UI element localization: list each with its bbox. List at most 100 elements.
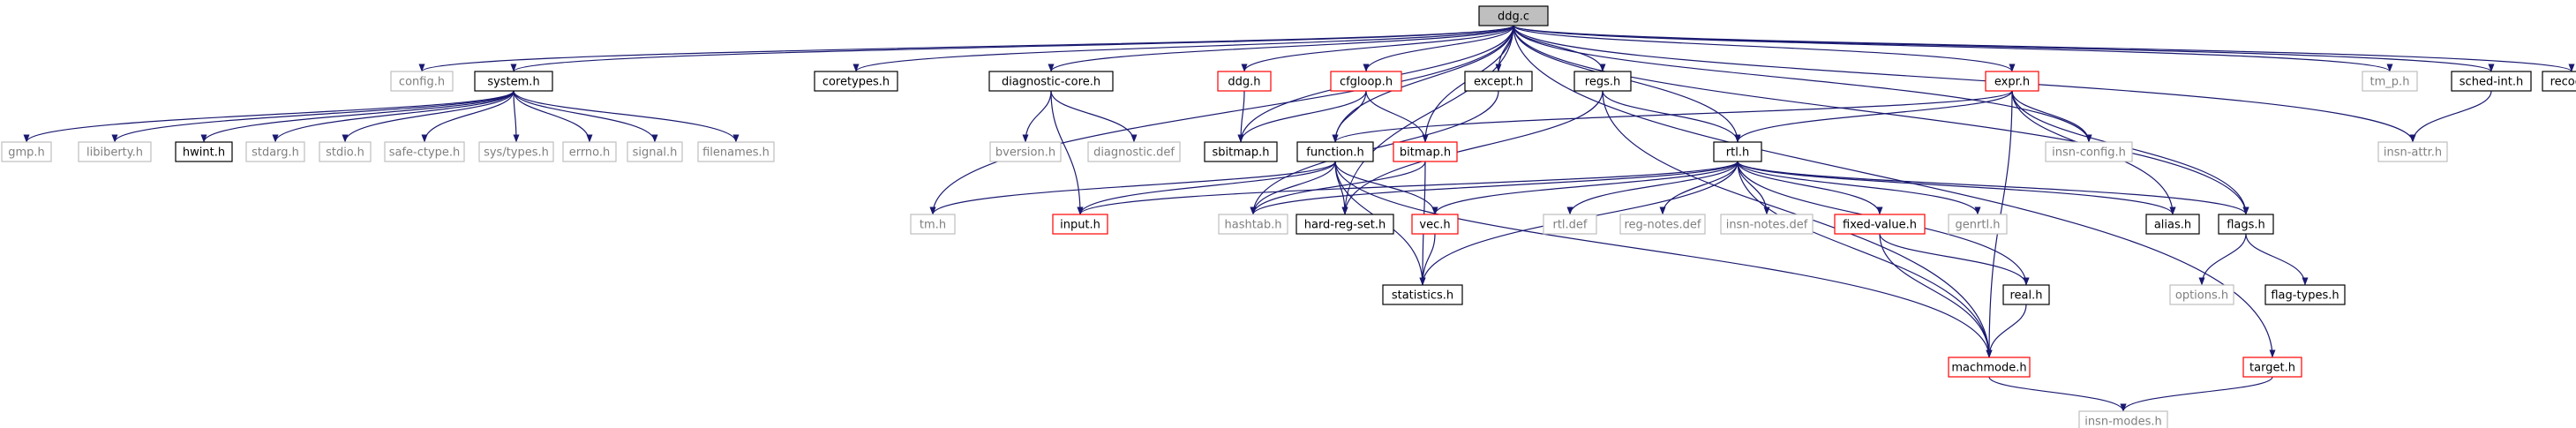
- node-cfgloop-h[interactable]: cfgloop.h: [1330, 71, 1402, 92]
- node-box: [1393, 141, 1458, 162]
- node-label: flags.h: [2227, 219, 2265, 232]
- node-label: insn-notes.def: [1726, 219, 1808, 232]
- node-label: function.h: [1306, 146, 1363, 160]
- node-machmode-h[interactable]: machmode.h: [1948, 357, 2031, 378]
- node-bitmap-h[interactable]: bitmap.h: [1393, 141, 1458, 162]
- node-rtl-h[interactable]: rtl.h: [1713, 141, 1762, 162]
- node-input-h[interactable]: input.h: [1052, 214, 1108, 235]
- node-vec-h[interactable]: vec.h: [1411, 214, 1459, 235]
- edge-flags-h-to-flag-types-h: [2245, 233, 2309, 286]
- node-bversion-h: bversion.h: [989, 141, 1062, 162]
- edge-system-h-to-hwint-h: [200, 90, 514, 143]
- edge-rtl-h-to-hashtab-h: [1250, 161, 1739, 215]
- node-label: diagnostic-core.h: [1002, 76, 1100, 89]
- edge-system-h-to-signal-h: [513, 90, 658, 143]
- node-except-h[interactable]: except.h: [1464, 71, 1533, 92]
- node-label: insn-attr.h: [2384, 146, 2442, 160]
- node-label: ddg.c: [1498, 11, 1529, 24]
- node-ddg-h[interactable]: ddg.h: [1217, 71, 1272, 92]
- node-statistics-h[interactable]: statistics.h: [1382, 284, 1463, 305]
- node-fixed-value-h[interactable]: fixed-value.h: [1834, 214, 1926, 235]
- edge-ddg-c-to-function-h: [1332, 25, 1514, 143]
- node-label: config.h: [399, 76, 445, 89]
- edge-ddg-c-to-recog-h: [1513, 25, 2575, 72]
- edge-rtl-h-to-genrtl-h: [1737, 161, 1981, 215]
- node-insn-attr-h: insn-attr.h: [2377, 141, 2448, 162]
- node-expr-h[interactable]: expr.h: [1985, 71, 2039, 92]
- node-label: sched-int.h: [2460, 76, 2523, 89]
- node-filenames-h: filenames.h: [697, 141, 775, 162]
- edge-diagnostic-core-h-to-input-h: [1050, 90, 1084, 215]
- edge-ddg-c-to-tm-p-h: [1513, 25, 2393, 72]
- node-box: [1217, 71, 1272, 92]
- node-diagnostic-def: diagnostic.def: [1087, 141, 1181, 162]
- node-label: genrtl.h: [1956, 219, 2001, 232]
- node-insn-modes-h: insn-modes.h: [2078, 410, 2168, 428]
- node-regs-h[interactable]: regs.h: [1573, 71, 1632, 92]
- node-box: [319, 141, 372, 162]
- edge-ddg-c-to-system-h: [510, 25, 1514, 72]
- node-label: signal.h: [633, 146, 678, 160]
- edge-ddg-c-to-cfgloop-h: [1363, 25, 1514, 72]
- node-sched-int-h[interactable]: sched-int.h: [2451, 71, 2532, 92]
- node-function-h[interactable]: function.h: [1296, 141, 1374, 162]
- node-box: [2002, 284, 2050, 305]
- node-system-h[interactable]: system.h: [474, 71, 553, 92]
- node-box: [988, 71, 1114, 92]
- node-coretypes-h[interactable]: coretypes.h: [814, 71, 898, 92]
- edge-rtl-h-to-machmode-h: [1737, 161, 1993, 358]
- node-gmp-h: gmp.h: [1, 141, 52, 162]
- edge-cfgloop-h-to-function-h: [1332, 90, 1367, 143]
- node-box: [1573, 71, 1632, 92]
- node-diagnostic-core-h[interactable]: diagnostic-core.h: [988, 71, 1114, 92]
- node-label: stdarg.h: [252, 146, 299, 160]
- node-flags-h[interactable]: flags.h: [2218, 214, 2274, 235]
- node-sbitmap-h[interactable]: sbitmap.h: [1204, 141, 1278, 162]
- node-box: [2145, 214, 2200, 235]
- node-box: [384, 141, 465, 162]
- edge-diagnostic-core-h-to-bversion-h: [1022, 90, 1052, 143]
- node-box: [2045, 141, 2133, 162]
- node-box: [2264, 284, 2346, 305]
- node-box: [697, 141, 775, 162]
- node-box: [1296, 141, 1374, 162]
- node-box: [627, 141, 683, 162]
- node-box: [1478, 5, 1549, 26]
- edge-ddg-c-to-tm-h: [929, 25, 1514, 215]
- node-box: [1948, 214, 2008, 235]
- node-box: [2242, 357, 2302, 378]
- node-stdio-h: stdio.h: [319, 141, 372, 162]
- node-label: bitmap.h: [1400, 146, 1451, 160]
- node-label: tm.h: [920, 219, 946, 232]
- node-label: fixed-value.h: [1843, 219, 1917, 232]
- node-target-h[interactable]: target.h: [2242, 357, 2302, 378]
- node-label: insn-config.h: [2052, 146, 2126, 160]
- node-box: [2169, 284, 2234, 305]
- node-label: stdio.h: [326, 146, 364, 160]
- node-label: sbitmap.h: [1213, 146, 1270, 160]
- node-label: errno.h: [569, 146, 611, 160]
- node-alias-h[interactable]: alias.h: [2145, 214, 2200, 235]
- edge-system-h-to-gmp-h: [23, 90, 514, 143]
- node-box: [1087, 141, 1181, 162]
- edge-ddg-c-to-diagnostic-core-h: [1048, 25, 1514, 72]
- node-hwint-h[interactable]: hwint.h: [175, 141, 233, 162]
- node-label: input.h: [1060, 219, 1100, 232]
- node-real-h[interactable]: real.h: [2002, 284, 2050, 305]
- node-label: bversion.h: [995, 146, 1055, 160]
- node-config-h: config.h: [390, 71, 454, 92]
- node-flag-types-h[interactable]: flag-types.h: [2264, 284, 2346, 305]
- node-box: [390, 71, 454, 92]
- node-box: [2377, 141, 2448, 162]
- node-box: [1464, 71, 1533, 92]
- node-hard-reg-set-h[interactable]: hard-reg-set.h: [1296, 214, 1394, 235]
- node-label: gmp.h: [8, 146, 45, 160]
- node-stdarg-h: stdarg.h: [245, 141, 305, 162]
- node-ddg-c[interactable]: ddg.c: [1478, 5, 1549, 26]
- node-box: [2362, 71, 2418, 92]
- node-genrtl-h: genrtl.h: [1948, 214, 2008, 235]
- node-label: cfgloop.h: [1340, 76, 1393, 89]
